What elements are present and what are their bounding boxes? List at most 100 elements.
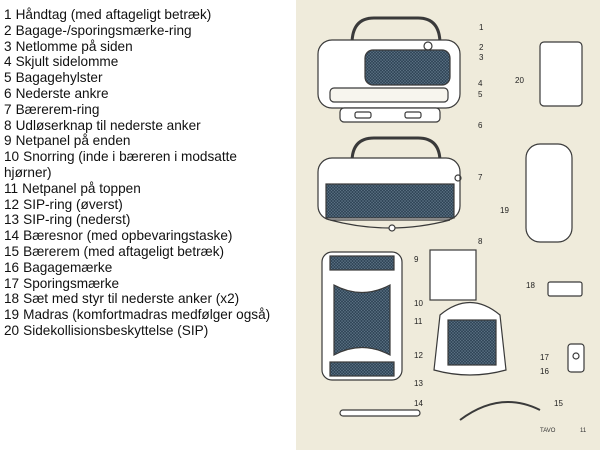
detail-box — [429, 249, 477, 301]
end-mesh-panel — [329, 361, 395, 377]
legend-item-continued: hjørner) — [4, 165, 296, 181]
legend-label: Bærerem-ring — [15, 101, 100, 117]
legend-label: Netpanel på toppen — [22, 180, 141, 196]
legend-label: Bæresnor (med opbevaringstaske) — [23, 228, 233, 244]
mattress-and-sip — [525, 41, 583, 243]
legend-number: 15 — [4, 243, 20, 259]
legend-number: 5 — [4, 70, 12, 86]
carrier-top-view — [321, 251, 403, 381]
legend-label: Madras (komfortmadras medfølger også) — [23, 307, 271, 323]
mattress — [525, 143, 573, 243]
parts-diagram: 1 2 3 4 5 6 7 8 9 10 11 12 13 14 15 16 1… — [317, 16, 587, 434]
carrier-mesh-view — [317, 136, 462, 232]
legend-label: hjørner) — [4, 164, 52, 180]
callout-19: 19 — [500, 206, 509, 215]
legend-label: Netlomme på siden — [15, 38, 133, 54]
legend-number: 7 — [4, 101, 12, 117]
legend-number: 18 — [4, 291, 20, 307]
handle-drawing — [350, 16, 442, 45]
callout-3: 3 — [479, 53, 484, 62]
callout-6: 6 — [478, 121, 483, 130]
legend-number: 1 — [4, 7, 12, 22]
legend-label: Nederste ankre — [15, 85, 109, 101]
legend-number: 2 — [4, 22, 12, 38]
legend-label: Bagagemærke — [23, 259, 113, 275]
callout-10: 10 — [414, 299, 423, 308]
footer-page-number: 11 — [580, 428, 587, 434]
callout-16: 16 — [540, 367, 549, 376]
legend-number: 16 — [4, 259, 20, 275]
callout-14: 14 — [414, 399, 423, 408]
carrier-side-view — [317, 16, 461, 123]
callout-11: 11 — [414, 317, 423, 326]
release-button — [388, 224, 396, 232]
legend-label: Sporingsmærke — [23, 275, 120, 291]
legend-label: Udløserknap til nederste anker — [15, 117, 201, 133]
carry-strap — [339, 409, 421, 417]
strap-ring — [454, 174, 462, 182]
legend-number: 17 — [4, 275, 20, 291]
callout-9: 9 — [414, 255, 419, 264]
shoulder-strap — [459, 401, 541, 421]
callout-2: 2 — [479, 43, 484, 52]
end-mesh-panel — [329, 255, 395, 271]
legend-number: 14 — [4, 228, 20, 244]
tag-ring — [423, 41, 433, 51]
handle-drawing — [350, 136, 442, 163]
callout-8: 8 — [478, 237, 483, 246]
manual-parts-illustration: 1 2 3 4 5 6 7 8 9 10 11 12 13 14 15 16 1… — [296, 0, 600, 450]
legend-number: 19 — [4, 307, 20, 323]
callout-4: 4 — [478, 79, 483, 88]
legend-label: Netpanel på enden — [15, 133, 131, 149]
footer-brand: TAVO — [540, 428, 556, 434]
legend-label: Bærerem (med aftageligt betræk) — [23, 243, 225, 259]
tracking-tag — [572, 352, 580, 360]
legend-label: Bagage-/sporingsmærke-ring — [15, 22, 192, 38]
callout-5: 5 — [478, 90, 483, 99]
legend-number: 20 — [4, 322, 20, 338]
end-mesh-panel — [447, 319, 497, 366]
callout-1: 1 — [479, 23, 484, 32]
legend-number: 3 — [4, 38, 12, 54]
legend-number: 4 — [4, 54, 12, 70]
legend-number: 9 — [4, 133, 12, 149]
legend-number: 13 — [4, 212, 20, 228]
legend-label: SIP-ring (nederst) — [23, 212, 131, 228]
legend-number: 12 — [4, 196, 20, 212]
top-mesh-panel — [325, 183, 455, 219]
accessory-items — [339, 281, 585, 421]
callout-17: 17 — [540, 353, 549, 362]
legend-number: 11 — [4, 180, 19, 196]
legend-label: Håndtag (med aftageligt betræk) — [15, 7, 212, 22]
lower-anchor-left — [354, 111, 372, 119]
legend-label: Bagagehylster — [15, 70, 103, 86]
callout-7: 7 — [478, 173, 483, 182]
callout-15: 15 — [554, 399, 563, 408]
lower-anchor-right — [404, 111, 422, 119]
anchor-guide-set — [547, 281, 583, 297]
legend-label: Sæt med styr til nederste anker (x2) — [23, 291, 240, 307]
side-mesh-pocket — [364, 49, 451, 86]
legend-label: Snorring (inde i bæreren i modsatte — [23, 149, 237, 165]
baggage-sleeve — [329, 87, 449, 103]
callout-20: 20 — [515, 76, 524, 85]
callout-12: 12 — [414, 351, 423, 360]
